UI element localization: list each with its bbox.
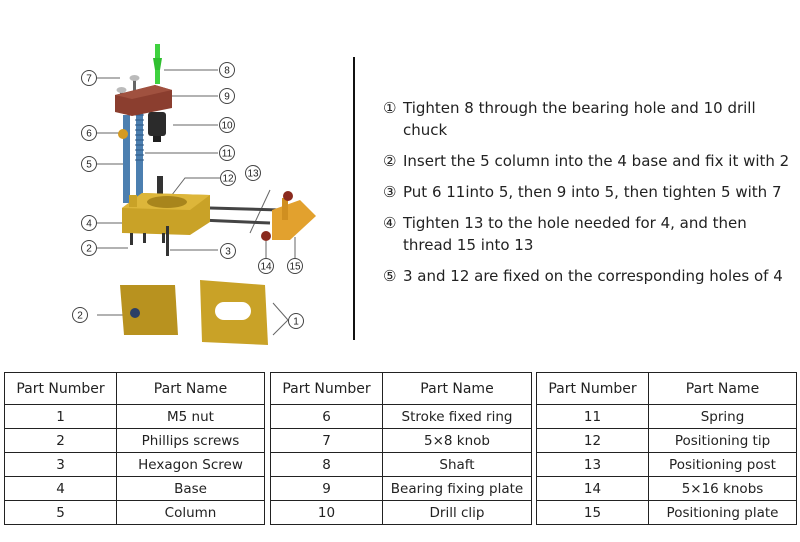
svg-text:2: 2 — [86, 244, 92, 255]
svg-text:1: 1 — [293, 317, 299, 328]
part-number: 14 — [536, 476, 649, 501]
svg-text:5: 5 — [86, 160, 92, 171]
step-text: Tighten 8 through the bearing hole and 1… — [403, 99, 756, 139]
svg-text:9: 9 — [224, 92, 230, 103]
part-number: 4 — [4, 476, 117, 501]
column-header-part-name: Part Name — [648, 372, 797, 405]
part-name: Shaft — [382, 452, 532, 477]
svg-text:13: 13 — [247, 169, 259, 180]
step-text: Put 6 11into 5, then 9 into 5, then tigh… — [403, 183, 782, 201]
column-header-part-number: Part Number — [4, 372, 117, 405]
step-text: Insert the 5 column into the 4 base and … — [403, 152, 790, 170]
svg-text:3: 3 — [225, 247, 231, 258]
svg-text:4: 4 — [86, 219, 92, 230]
part-name: Bearing fixing plate — [382, 476, 532, 501]
step-4: ④ Tighten 13 to the hole needed for 4, a… — [383, 212, 793, 256]
part-number: 13 — [536, 452, 649, 477]
assembly-steps: ① Tighten 8 through the bearing hole and… — [383, 97, 793, 296]
step-3: ③ Put 6 11into 5, then 9 into 5, then ti… — [383, 181, 793, 203]
part-number: 2 — [4, 428, 117, 453]
part-number: 6 — [270, 404, 383, 429]
step-number: ① — [383, 99, 397, 117]
svg-text:10: 10 — [221, 121, 233, 132]
part-name: Spring — [648, 404, 797, 429]
part-number: 15 — [536, 500, 649, 525]
part-name: Hexagon Screw — [116, 452, 265, 477]
table-header-row: Part Number Part Name — [4, 372, 265, 405]
step-text: 3 and 12 are fixed on the corresponding … — [403, 267, 783, 285]
svg-text:15: 15 — [289, 262, 301, 273]
svg-text:11: 11 — [222, 149, 233, 160]
svg-text:7: 7 — [86, 74, 92, 85]
svg-text:6: 6 — [86, 129, 92, 140]
part-number: 1 — [4, 404, 117, 429]
vertical-divider — [353, 57, 355, 340]
part-number: 3 — [4, 452, 117, 477]
part-name: Positioning plate — [648, 500, 797, 525]
part-number: 8 — [270, 452, 383, 477]
part-name: Positioning tip — [648, 428, 797, 453]
part-number: 7 — [270, 428, 383, 453]
column-header-part-number: Part Number — [536, 372, 649, 405]
table-header-row: Part Number Part Name — [270, 372, 532, 405]
column-header-part-name: Part Name — [382, 372, 532, 405]
part-name: Base — [116, 476, 265, 501]
part-number: 5 — [4, 500, 117, 525]
svg-text:2: 2 — [77, 311, 83, 322]
part-name: Column — [116, 500, 265, 525]
part-number: 11 — [536, 404, 649, 429]
assembly-illustration: 7 8 9 10 6 5 11 12 13 4 2 3 14 15 2 1 — [72, 44, 316, 345]
step-number: ⑤ — [383, 267, 397, 285]
step-number: ④ — [383, 214, 397, 232]
step-1: ① Tighten 8 through the bearing hole and… — [383, 97, 793, 141]
step-number: ② — [383, 152, 397, 170]
part-name: Phillips screws — [116, 428, 265, 453]
part-number: 9 — [270, 476, 383, 501]
table-header-row: Part Number Part Name — [536, 372, 797, 405]
step-2: ② Insert the 5 column into the 4 base an… — [383, 150, 793, 172]
part-name: 5×8 knob — [382, 428, 532, 453]
part-name: Drill clip — [382, 500, 532, 525]
column-header-part-number: Part Number — [270, 372, 383, 405]
part-number: 12 — [536, 428, 649, 453]
step-text: Tighten 13 to the hole needed for 4, and… — [403, 214, 747, 254]
step-number: ③ — [383, 183, 397, 201]
part-name: 5×16 knobs — [648, 476, 797, 501]
part-name: M5 nut — [116, 404, 265, 429]
step-5: ⑤ 3 and 12 are fixed on the correspondin… — [383, 265, 793, 287]
svg-text:14: 14 — [260, 262, 272, 273]
exploded-assembly-diagram: 7 8 9 10 6 5 11 12 13 4 2 3 14 15 2 1 — [60, 30, 340, 350]
part-name: Stroke fixed ring — [382, 404, 532, 429]
svg-text:12: 12 — [222, 174, 234, 185]
part-number: 10 — [270, 500, 383, 525]
svg-text:8: 8 — [224, 66, 230, 77]
part-name: Positioning post — [648, 452, 797, 477]
column-header-part-name: Part Name — [116, 372, 265, 405]
